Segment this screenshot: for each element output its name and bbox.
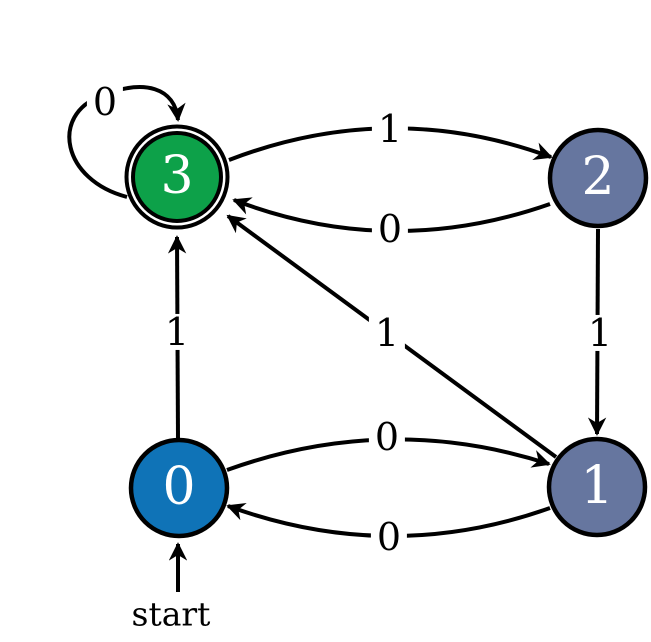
transition-label-3-3: 0 — [86, 83, 124, 121]
transition-label-2-1: 1 — [581, 314, 619, 352]
state-label-1: 1 — [580, 455, 614, 516]
state-label-2: 2 — [581, 146, 615, 207]
start-label: start — [131, 594, 211, 634]
state-circle-0 — [128, 437, 230, 539]
transition-label-1-0: 0 — [370, 518, 408, 556]
transition-label-2-3: 0 — [371, 210, 409, 248]
state-label-3: 3 — [160, 145, 194, 206]
state-circle-3 — [131, 131, 223, 223]
transition-label-1-3: 1 — [368, 314, 406, 352]
transition-label-0-3: 1 — [158, 313, 196, 351]
state-circle-2 — [547, 127, 649, 229]
state-circle-1 — [546, 436, 648, 538]
transition-label-0-1: 0 — [368, 418, 406, 456]
state-label-0: 0 — [162, 456, 196, 517]
transition-label-3-2: 1 — [371, 110, 409, 148]
